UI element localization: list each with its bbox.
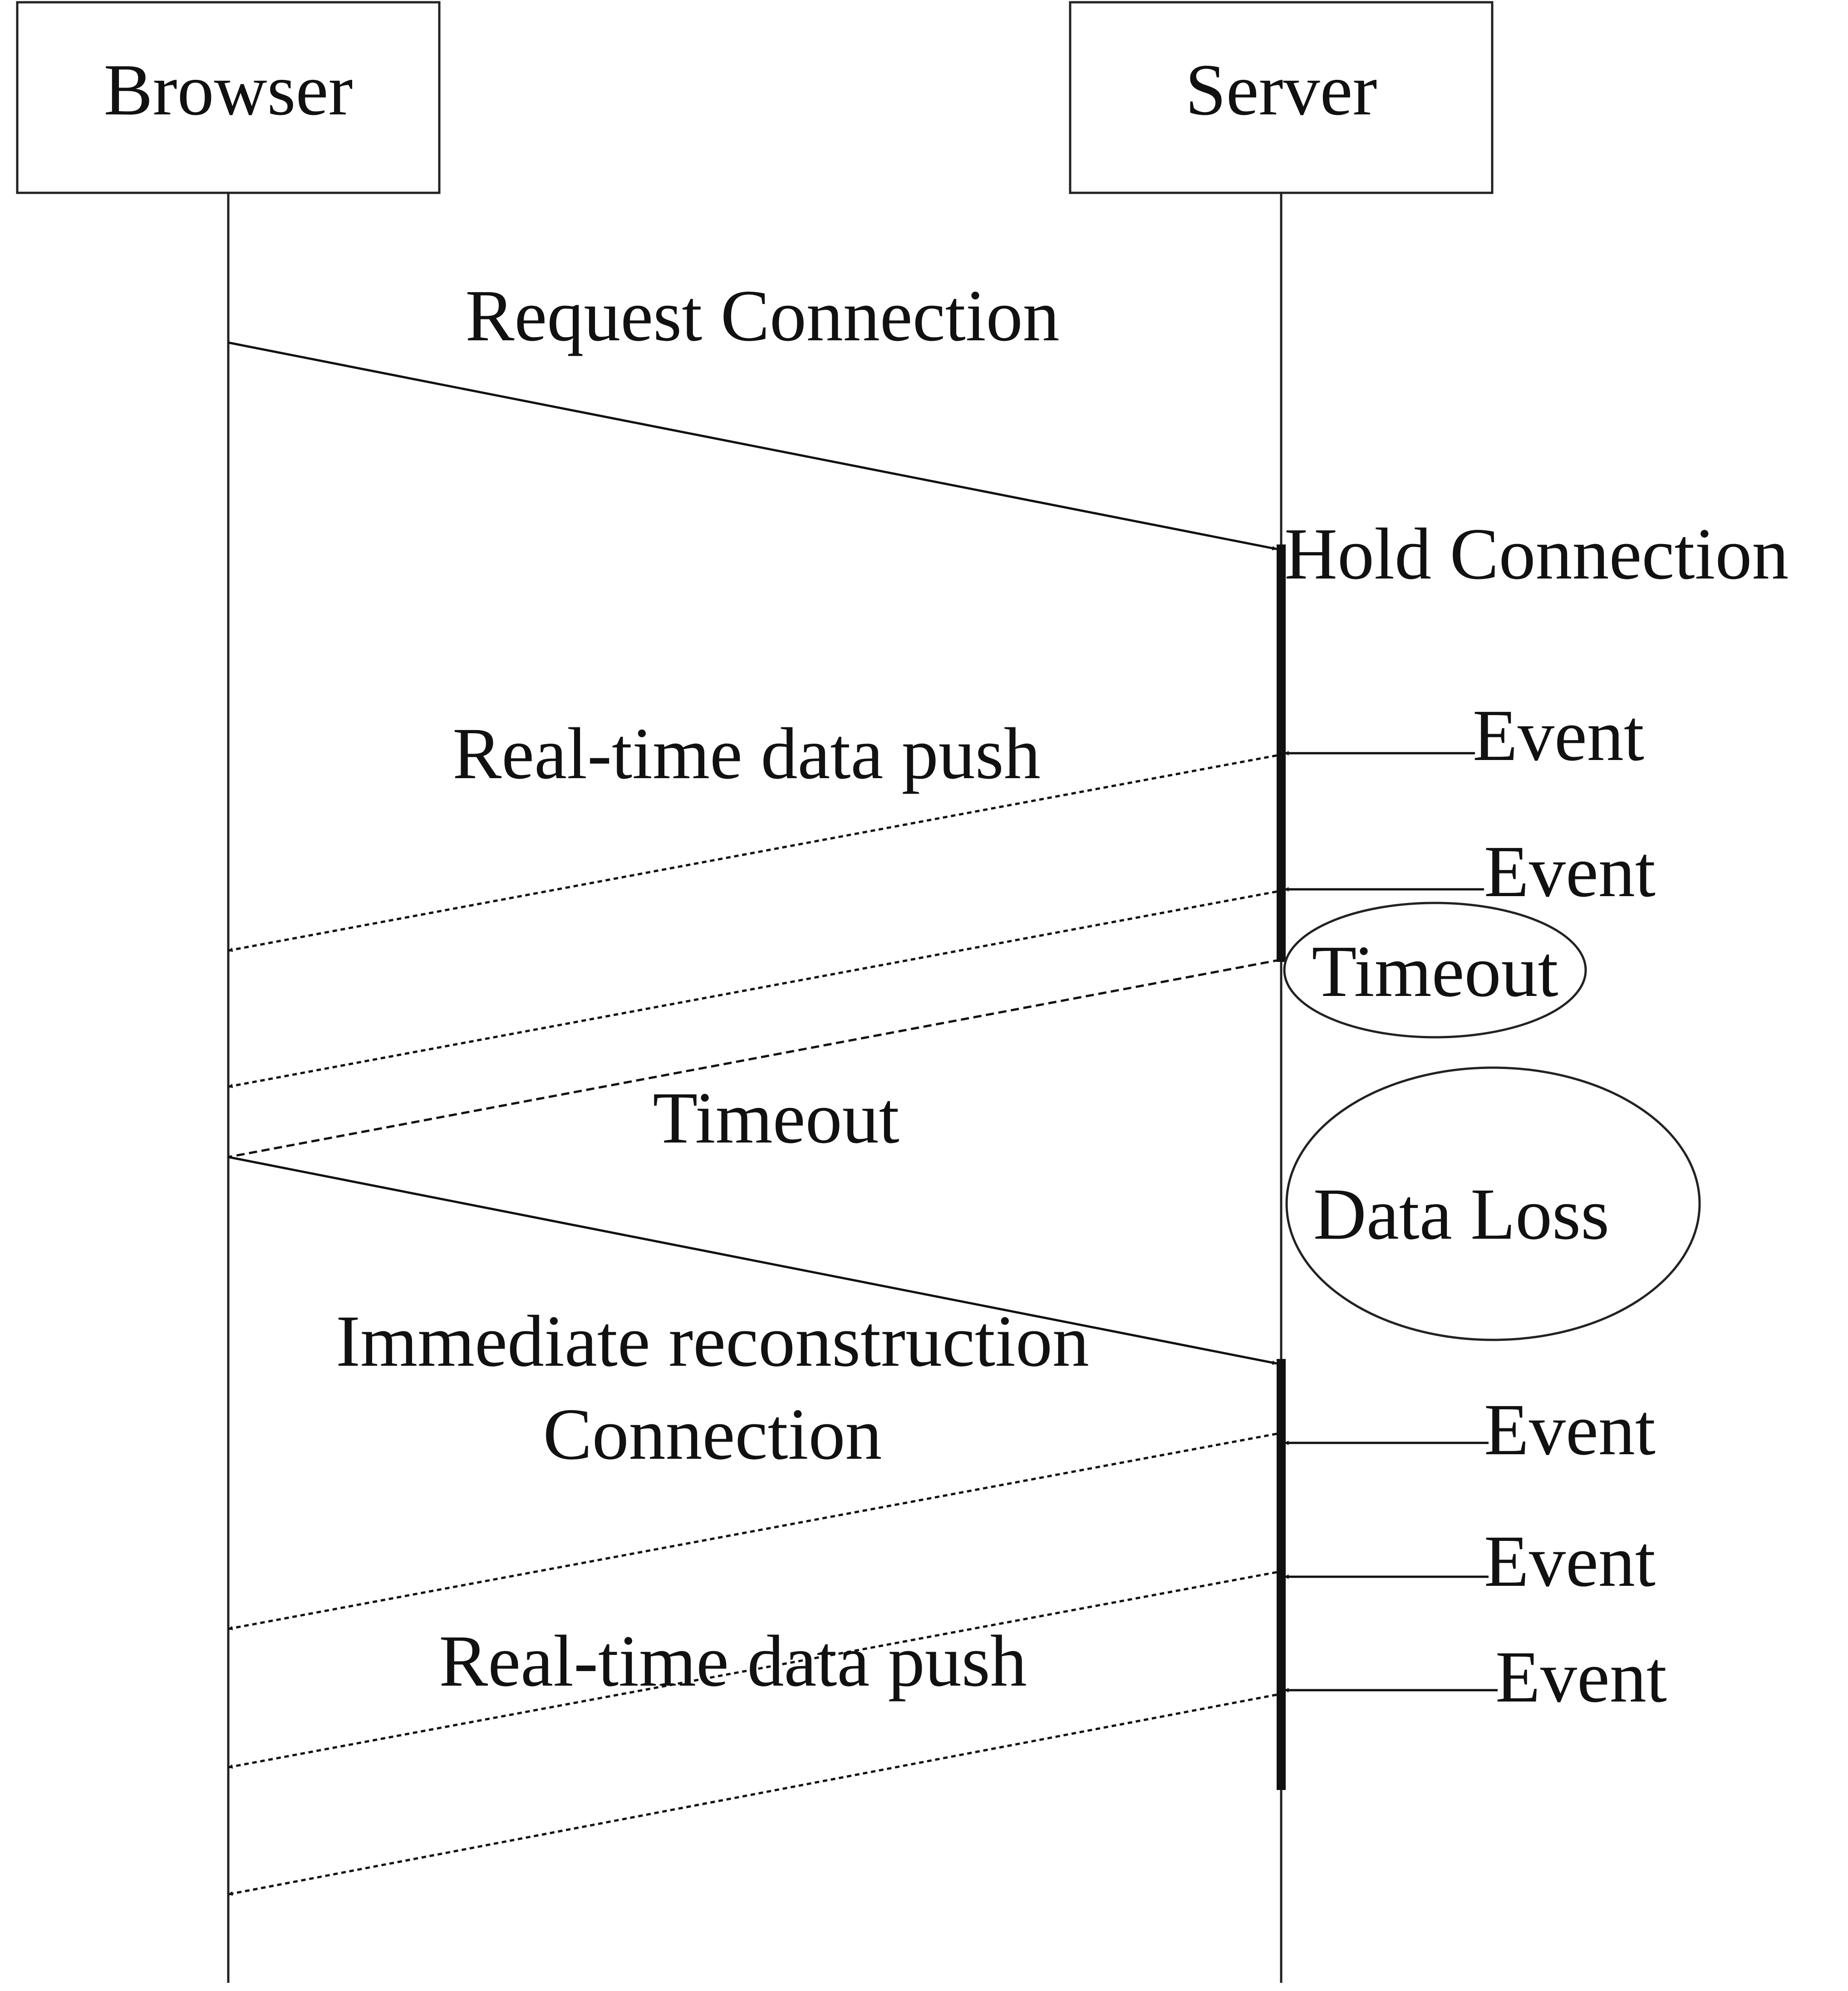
event-label-5: Event [1495,1637,1667,1718]
timeout-arrow [228,958,1282,1158]
event-label-4: Event [1484,1521,1656,1602]
timeout-note-label: Timeout [1312,931,1558,1012]
browser-participant: Browser [16,1,441,194]
browser-box [16,1,441,194]
hold-connection-label: Hold Connection [1284,514,1789,595]
push-label-1: Real-time data push [452,713,1041,794]
timeout-ellipse [1283,902,1587,1039]
event-label-2: Event [1484,831,1656,912]
server-box [1069,1,1494,194]
push-arrow-1 [228,754,1277,952]
server-participant: Server [1069,1,1494,194]
reconnect-label-line1: Immediate reconstruction [336,1301,1089,1382]
event-label-3: Event [1484,1389,1656,1471]
push-arrow-2 [228,890,1277,1089]
browser-label: Browser [104,49,353,131]
push-arrow-5 [228,1693,1277,1896]
request-connection-arrow [228,341,1277,551]
request-connection-label: Request Connection [465,275,1059,357]
reconnect-label-line2: Connection [543,1394,882,1475]
activation-bar-1 [1277,544,1286,962]
push-arrow-4 [228,1571,1277,1769]
event-label-1: Event [1473,695,1644,776]
reconnect-arrow [228,1156,1277,1365]
push-label-2: Real-time data push [439,1621,1027,1702]
activation-bar-2 [1277,1359,1286,1790]
data-loss-ellipse [1285,1066,1701,1341]
push-arrow-3 [228,1432,1277,1631]
server-label: Server [1185,49,1377,131]
data-loss-label: Data Loss [1313,1174,1609,1255]
timeout-message-label: Timeout [653,1078,899,1159]
